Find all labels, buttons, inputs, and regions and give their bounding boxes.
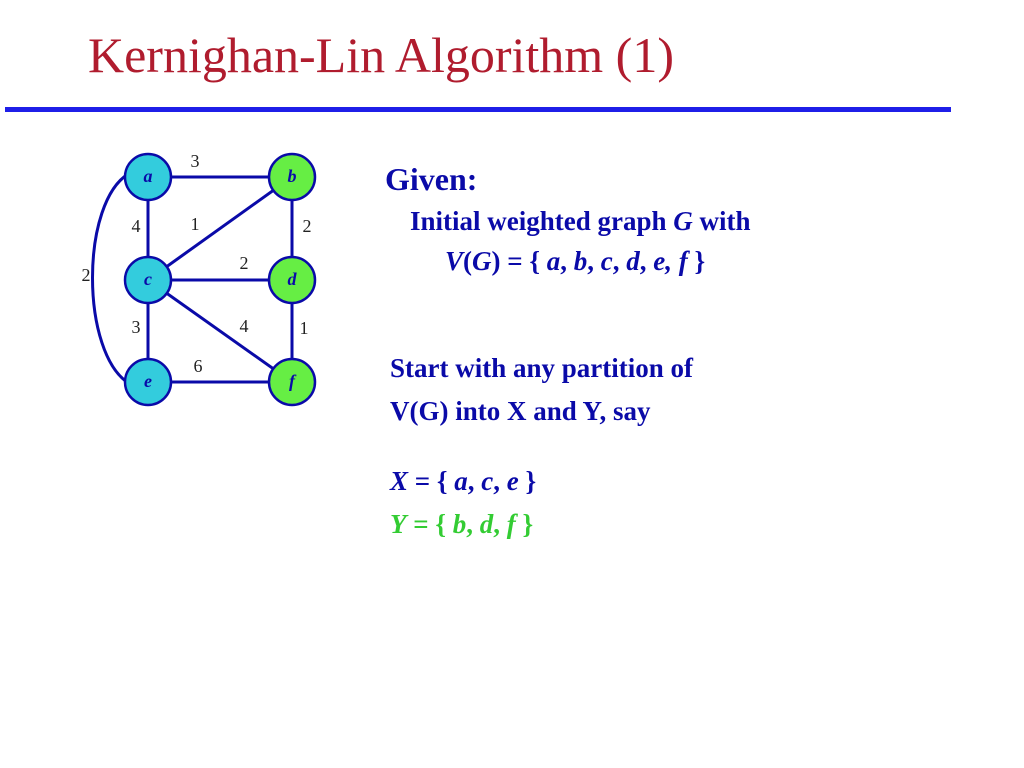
separator: , xyxy=(466,509,480,539)
set-x-member: c xyxy=(481,466,494,496)
set-y: Y = { b, d, f } xyxy=(390,508,533,540)
edge-weight-e-f: 6 xyxy=(194,356,203,376)
vertex-set-line: V(G) = { a, b, c, d, e, f } xyxy=(445,245,705,277)
node-e xyxy=(123,357,173,407)
edge-weight-b-d: 2 xyxy=(303,216,312,236)
given-line1: Initial weighted graph G with xyxy=(410,205,751,237)
separator: , xyxy=(493,509,507,539)
node-a xyxy=(123,152,173,202)
edge-b-c xyxy=(147,175,293,282)
edge-weight-c-d: 2 xyxy=(240,253,249,273)
edge-weight-c-e: 3 xyxy=(132,317,141,337)
set-x: X = { a, c, e } xyxy=(390,465,536,497)
slide-title: Kernighan-Lin Algorithm (1) xyxy=(88,27,674,83)
vertex-set-v: V xyxy=(445,246,464,276)
node-label-e: e xyxy=(144,371,152,391)
edge-weight-c-f: 4 xyxy=(240,316,249,336)
edge-weight-b-c: 1 xyxy=(191,214,200,234)
given-graph-var: G xyxy=(673,206,693,236)
separator: , xyxy=(560,246,574,276)
vertex-d: d xyxy=(626,246,640,276)
set-y-member: b xyxy=(452,509,467,539)
separator: , xyxy=(612,246,627,276)
set-y-member: f xyxy=(506,509,516,539)
paren-open: ( xyxy=(463,246,473,276)
edge-weight-d-f: 1 xyxy=(300,318,309,338)
brace-close: } xyxy=(518,466,537,496)
node-b xyxy=(267,152,317,202)
set-x-member: e xyxy=(506,466,519,496)
weighted-graph: 3 4 1 2 2 3 4 1 6 2 a b c d e f xyxy=(82,151,317,407)
node-d xyxy=(267,255,317,305)
title-rule xyxy=(5,107,951,112)
node-f xyxy=(267,357,317,407)
brace-close: } xyxy=(515,509,534,539)
set-y-member: d xyxy=(479,509,494,539)
partition-line2: V(G) into X and Y, say xyxy=(390,396,651,426)
vertex-c: c xyxy=(600,246,613,276)
given-line1-text: Initial weighted graph xyxy=(410,206,674,236)
separator: , xyxy=(467,466,482,496)
separator: , xyxy=(639,246,654,276)
paren-close-eq: ) = { xyxy=(491,246,547,276)
separator: , xyxy=(587,246,601,276)
edge-c-f xyxy=(147,278,293,384)
set-y-eq: = { xyxy=(406,509,453,539)
node-label-b: b xyxy=(288,166,297,186)
partition-line1: Start with any partition of xyxy=(390,353,693,383)
set-x-eq: = { xyxy=(408,466,455,496)
node-label-f: f xyxy=(289,371,297,391)
edge-weight-a-e: 2 xyxy=(82,265,91,285)
set-x-member: a xyxy=(454,466,468,496)
node-c xyxy=(123,255,173,305)
set-y-name: Y xyxy=(390,509,407,539)
brace-close: } xyxy=(687,246,706,276)
given-line1-tail: with xyxy=(692,206,751,236)
given-heading: Given: xyxy=(385,161,478,197)
vertex-ef: e, f xyxy=(653,246,688,276)
edge-a-e xyxy=(91,171,131,386)
edge-weight-a-c: 4 xyxy=(132,216,141,236)
vertex-a: a xyxy=(546,246,561,276)
vertex-b: b xyxy=(573,246,588,276)
vertex-set-g: G xyxy=(472,246,492,276)
edge-weight-a-b: 3 xyxy=(191,151,200,171)
separator: , xyxy=(493,466,507,496)
node-label-d: d xyxy=(288,269,298,289)
node-label-a: a xyxy=(144,166,153,186)
set-x-name: X xyxy=(390,466,409,496)
node-label-c: c xyxy=(144,269,152,289)
